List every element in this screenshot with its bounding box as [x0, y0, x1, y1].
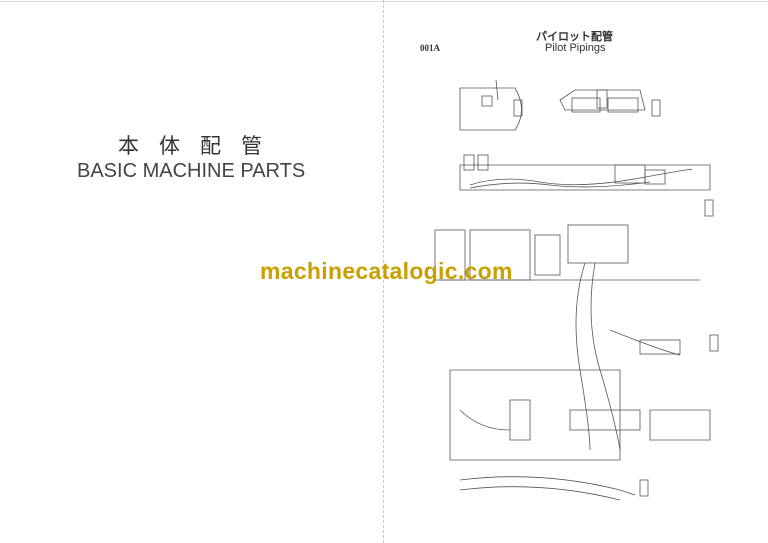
detail-view-top-right: [559, 89, 661, 117]
lower-pipe-assembly: [449, 334, 719, 501]
page-top-edge: [0, 1, 768, 2]
pilot-hose-lines: [575, 262, 681, 451]
page-code: 001A: [420, 43, 440, 53]
section-title-english: BASIC MACHINE PARTS: [77, 160, 306, 182]
component-row: [434, 224, 700, 281]
pilot-piping-diagram: [434, 79, 719, 501]
diagram-title-japanese: パイロット配管: [536, 30, 613, 43]
detail-view-top-left: [459, 79, 523, 131]
section-title-japanese: 本体配管: [118, 134, 282, 158]
watermark: machinecatalogic.com: [260, 258, 513, 284]
page-fold-divider: [383, 0, 384, 543]
upper-pipe-assembly: [459, 154, 714, 217]
diagram-title-english: Pilot Pipings: [545, 42, 606, 54]
